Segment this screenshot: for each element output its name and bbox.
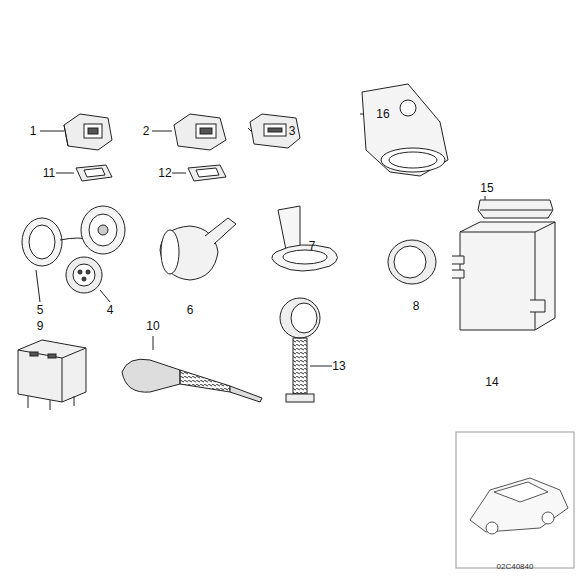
callout-number: 10 — [146, 320, 159, 332]
callout-number: 4 — [107, 304, 114, 316]
callout-number: 5 — [37, 304, 44, 316]
callout-number: 16 — [376, 108, 389, 120]
callout-number: 3 — [289, 125, 296, 137]
callout-number: 12 — [158, 167, 171, 179]
callout-number: 1 — [30, 125, 37, 137]
callout-number: 11 — [43, 167, 55, 179]
callout-number: 8 — [413, 300, 420, 312]
callout-number: 9 — [37, 320, 44, 332]
callout-number: 14 — [485, 376, 498, 388]
callout-number: 13 — [332, 360, 345, 372]
drawing-code: 02C40840 — [497, 563, 534, 571]
callout-number: 6 — [187, 304, 194, 316]
callout-number: 15 — [480, 182, 493, 194]
callout-number: 2 — [143, 125, 150, 137]
callout-number: 7 — [309, 240, 316, 252]
